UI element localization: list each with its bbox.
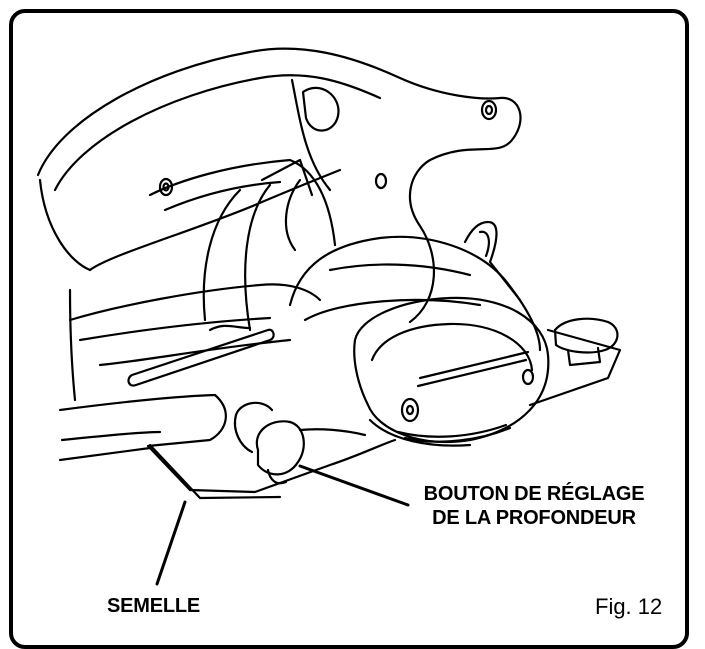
depth-slot: [127, 328, 275, 387]
saw-handle: [36, 47, 522, 324]
depth-knob-leader: [298, 464, 410, 507]
sole-plate-label: SEMELLE: [107, 595, 201, 617]
depth-knob: [255, 420, 305, 476]
motor-housing: [288, 235, 542, 352]
blade-guard: [148, 158, 337, 247]
sole-plate: [58, 393, 397, 494]
depth-knob-label: BOUTON DE RÉGLAGE DE LA PROFONDEUR: [409, 482, 659, 530]
sole-leader: [155, 500, 187, 586]
figure-number: Fig. 12: [595, 594, 663, 619]
depth-knob-label-line2: DE LA PROFONDEUR: [432, 507, 636, 529]
circular-saw-illustration: [36, 47, 622, 586]
depth-knob-label-line1: BOUTON DE RÉGLAGE: [423, 483, 645, 505]
